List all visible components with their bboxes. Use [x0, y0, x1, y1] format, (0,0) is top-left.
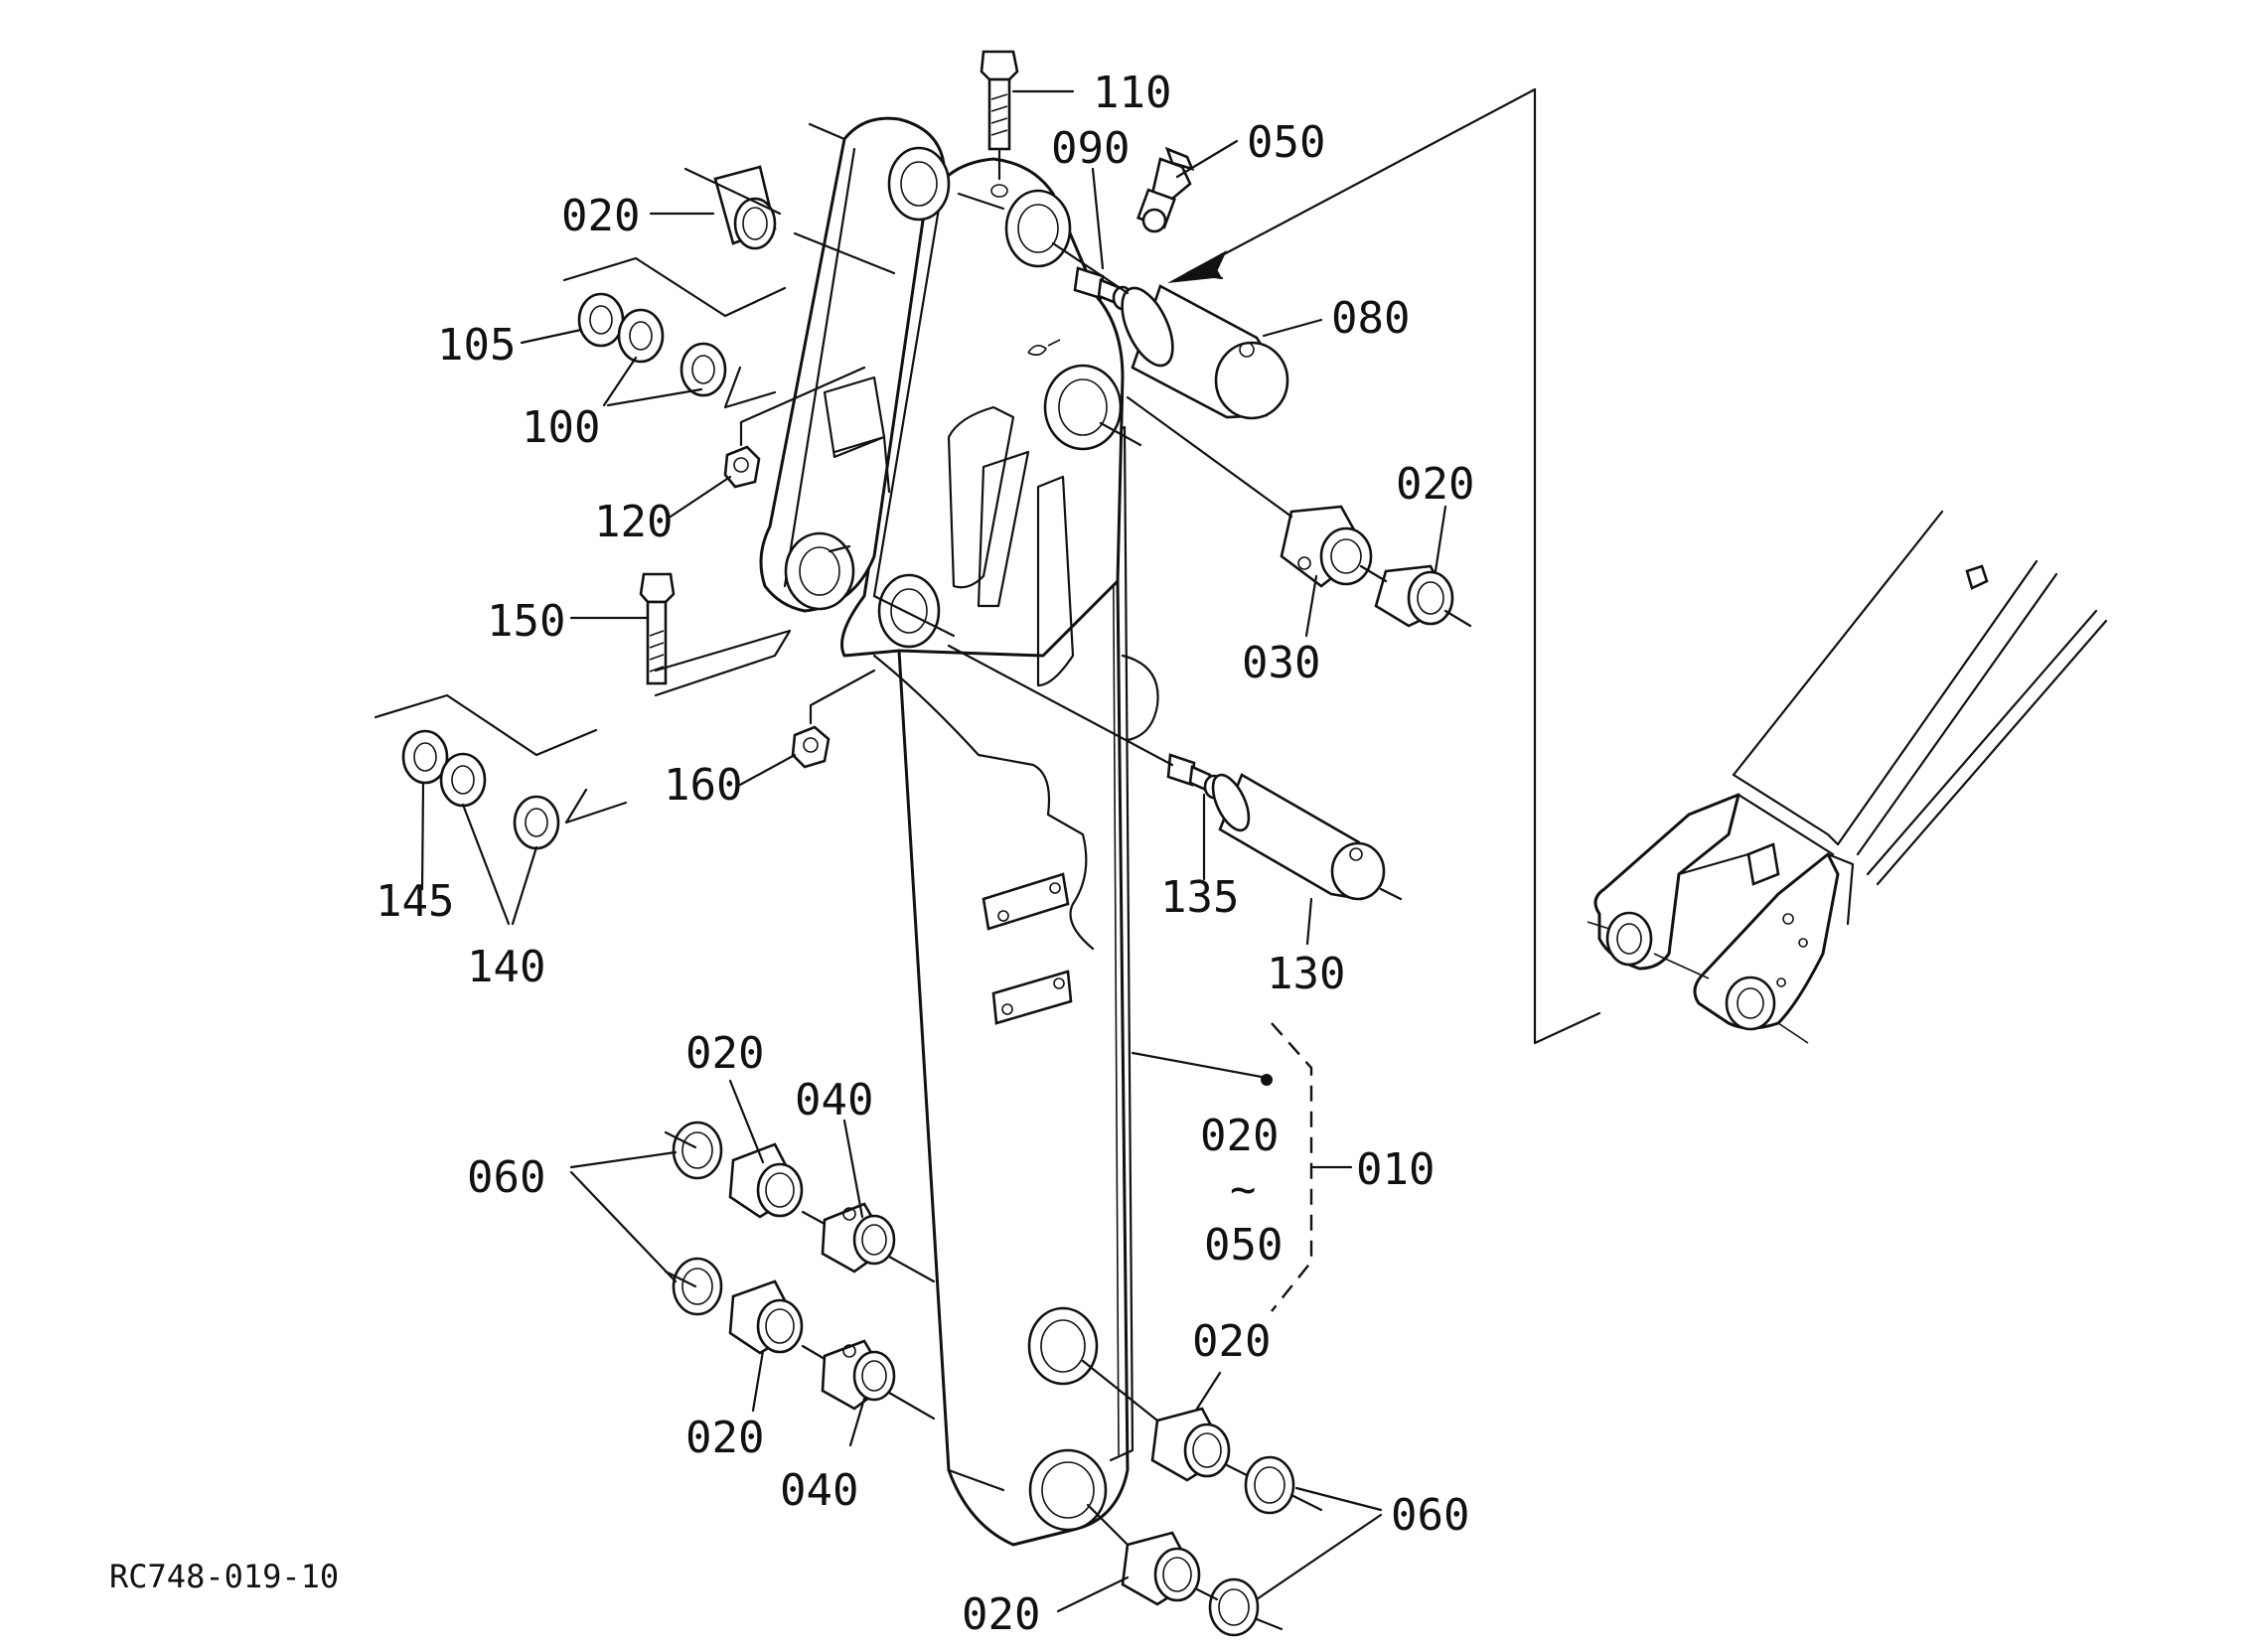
label-030: 030: [1242, 638, 1320, 688]
part-145-140-shims: [374, 629, 792, 850]
assembly-lines: [664, 122, 1472, 1631]
label-range-separator: ~: [1230, 1164, 1257, 1215]
label-150: 150: [487, 596, 565, 647]
label-020-bottom: 020: [962, 1589, 1040, 1640]
label-110: 110: [1093, 68, 1171, 118]
label-050-range-end: 050: [1204, 1220, 1283, 1271]
drawing-code: RC748-019-10: [109, 1558, 339, 1595]
arm-body: [759, 116, 1159, 1547]
label-060-right: 060: [1391, 1490, 1469, 1541]
label-020-right-upper: 020: [1396, 459, 1474, 510]
part-105-100-shims: [562, 256, 787, 409]
part-020-bushing-right-upper: [1374, 564, 1454, 628]
label-120: 120: [594, 497, 673, 547]
label-145: 145: [376, 876, 454, 927]
label-020-lower-left-bottom: 020: [685, 1413, 764, 1463]
callout-labels: 110 090 050 020 105 100 080 120 020 030 …: [109, 68, 1474, 1640]
label-100: 100: [522, 402, 600, 453]
label-010: 010: [1356, 1144, 1435, 1195]
part-020-bushing-top-left: [713, 165, 777, 250]
part-030-bushing: [1280, 505, 1373, 588]
label-020-lower-right: 020: [1192, 1316, 1271, 1367]
part-110-bolt: [980, 50, 1019, 198]
label-020-range-start: 020: [1200, 1111, 1279, 1161]
detail-inset: [1167, 87, 2108, 1045]
part-080-pin: [1121, 284, 1289, 420]
label-060-left: 060: [467, 1152, 545, 1203]
label-135: 135: [1160, 872, 1239, 923]
part-050-grease-elbow: [1136, 146, 1195, 233]
part-130-pin: [1211, 773, 1386, 901]
label-040-top: 040: [795, 1075, 873, 1125]
label-090: 090: [1051, 123, 1130, 174]
label-080: 080: [1331, 293, 1410, 344]
label-105: 105: [437, 320, 516, 371]
label-140: 140: [467, 942, 545, 992]
label-160: 160: [664, 760, 742, 811]
part-060-020-040-lower-left: [672, 1121, 896, 1411]
leader-lines: [420, 89, 1447, 1613]
label-130: 130: [1267, 949, 1345, 999]
part-120-nut: [723, 445, 761, 489]
label-050-top: 050: [1247, 117, 1325, 168]
label-020-lower-left-top: 020: [685, 1028, 764, 1079]
label-020-top-left: 020: [561, 191, 640, 241]
part-020-060-lower-right: [1121, 1407, 1295, 1637]
label-040-bottom: 040: [780, 1465, 858, 1516]
part-160-nut: [791, 725, 831, 769]
part-150-bolt: [639, 572, 676, 685]
